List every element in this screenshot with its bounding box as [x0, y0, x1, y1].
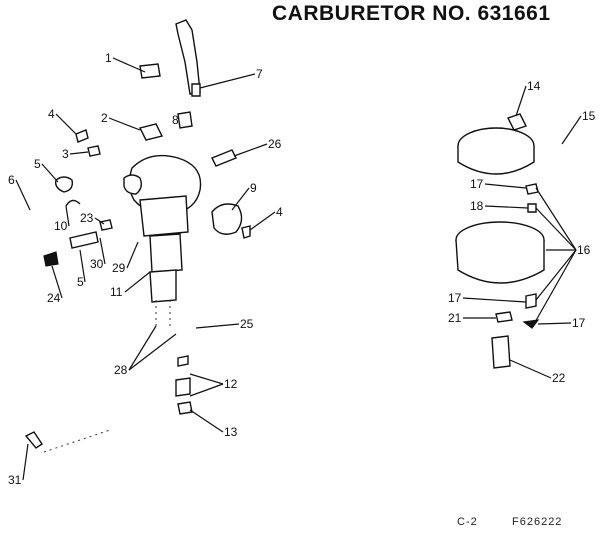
callout-3: 3	[62, 147, 69, 161]
leader-lines	[15, 57, 582, 481]
callout-9: 9	[250, 181, 257, 195]
callout-13: 13	[224, 425, 238, 439]
leader-line	[509, 359, 552, 379]
leader-line	[189, 373, 224, 385]
leader-line	[108, 117, 141, 131]
callout-17-right: 17	[572, 316, 586, 330]
callout-4-lower: 4	[276, 205, 283, 219]
callout-10: 10	[54, 219, 68, 233]
leader-line	[128, 325, 157, 371]
leader-line	[65, 205, 70, 227]
footer-figure-number: F626222	[512, 516, 563, 528]
callout-22: 22	[552, 371, 566, 385]
part-callouts: 1 2 3 4 4 5 5 6 7 8 9 10 11 12 13 14 15 …	[8, 51, 596, 487]
leader-line	[537, 322, 572, 325]
callout-4-upper: 4	[48, 107, 55, 121]
leader-line	[535, 207, 577, 251]
leader-line	[15, 179, 31, 211]
leader-line	[561, 115, 582, 145]
leader-line	[233, 143, 268, 157]
callout-7: 7	[256, 67, 263, 81]
leader-line	[94, 217, 105, 225]
callout-23: 23	[80, 211, 94, 225]
callout-11: 11	[110, 285, 123, 299]
leader-line	[462, 297, 527, 303]
leader-line	[535, 187, 577, 251]
callout-17-mid: 17	[448, 291, 462, 305]
diagram-title: CARBURETOR NO. 631661	[272, 2, 551, 25]
leader-line	[484, 205, 529, 209]
leader-line	[51, 265, 63, 299]
small-fittings	[24, 129, 251, 453]
leader-line	[231, 187, 250, 211]
callout-30: 30	[90, 257, 104, 271]
footer-page-code: C-2	[457, 516, 478, 528]
callout-1: 1	[105, 51, 112, 65]
callout-5-upper: 5	[34, 157, 41, 171]
callout-31: 31	[8, 473, 22, 487]
callout-8: 8	[172, 113, 179, 127]
leader-line	[124, 271, 151, 293]
callout-14: 14	[527, 79, 541, 93]
leader-line	[249, 211, 276, 231]
carburetor-body-assembly	[123, 19, 243, 330]
callout-12: 12	[224, 377, 238, 391]
float-bowl-assembly	[455, 113, 545, 369]
callout-28: 28	[114, 363, 128, 377]
leader-line	[69, 151, 89, 155]
callout-25: 25	[240, 317, 254, 331]
leader-line	[199, 73, 256, 89]
leader-line	[484, 183, 527, 189]
callout-15: 15	[582, 109, 596, 123]
callout-24: 24	[47, 291, 61, 305]
leader-line	[128, 333, 177, 371]
leader-line	[79, 249, 86, 283]
leader-line	[189, 409, 224, 433]
leader-line	[515, 85, 527, 117]
callout-21: 21	[448, 311, 462, 325]
callout-18: 18	[470, 199, 484, 213]
leader-line	[126, 241, 139, 269]
callout-17-top: 17	[470, 177, 484, 191]
callout-6: 6	[8, 173, 15, 187]
leader-line	[533, 249, 577, 325]
leader-line	[22, 443, 29, 481]
callout-5-lower: 5	[77, 275, 84, 289]
leader-line	[535, 249, 577, 301]
callout-29: 29	[112, 261, 126, 275]
leader-line	[112, 57, 146, 73]
leader-line	[41, 163, 59, 183]
leader-line	[55, 113, 77, 135]
callout-16: 16	[577, 243, 591, 257]
leader-line	[195, 323, 240, 329]
leader-line	[189, 383, 224, 397]
callout-26: 26	[268, 137, 282, 151]
callout-2: 2	[101, 111, 108, 125]
leader-line	[99, 237, 106, 265]
